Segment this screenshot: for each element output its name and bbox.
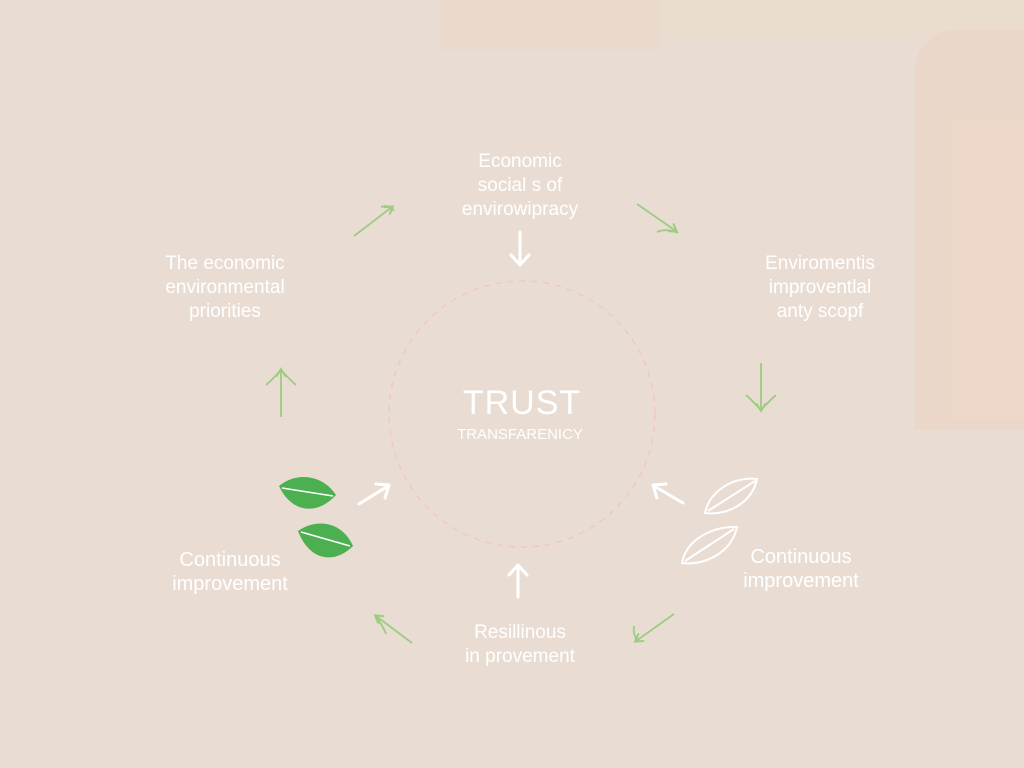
node-top-line-1: Economic (478, 151, 562, 172)
node-bottom-right-label: Continuous improvement (711, 545, 891, 593)
node-top-label: Economic social s of envirowipracy (430, 150, 610, 222)
node-bottom-left-label: Continuous improvement (135, 548, 325, 596)
trust-circle (388, 280, 656, 548)
node-bottom-line-1: Resillinous (474, 622, 566, 643)
arrow-icon (632, 613, 675, 642)
leaf-icon (279, 477, 336, 509)
node-bottom-label: Resillinous in provement (420, 621, 620, 669)
arrow-icon (636, 203, 679, 234)
node-bottom-left-line-2: improvement (172, 573, 288, 595)
arrow-icon (745, 363, 777, 410)
node-bottom-right-line-1: Continuous (750, 546, 852, 568)
node-right-line-1: Enviromentis (765, 253, 875, 274)
node-top-line-2: social s of (477, 175, 563, 196)
arrow-icon (357, 482, 391, 506)
arrow-icon (509, 230, 531, 267)
node-left-label: The economic environmental priorities (130, 252, 320, 324)
node-left-line-2: environmental (165, 277, 285, 298)
center-title: TRUST (462, 384, 582, 422)
node-top-line-3: envirowipracy (461, 199, 579, 220)
node-bottom-left-line-1: Continuous (179, 549, 281, 571)
arrow-icon (507, 563, 529, 599)
node-right-line-3: anty scopf (776, 301, 864, 322)
leaf-outline-icon (680, 525, 739, 565)
node-bottom-line-2: in provement (465, 646, 575, 667)
leaf-icon (298, 523, 353, 558)
center-subtitle: TRANSFARENICY (457, 426, 583, 443)
node-right-label: Enviromentis improventlal anty scopf (730, 252, 910, 324)
leaf-outline-icon (703, 477, 759, 515)
arrow-icon (265, 370, 297, 417)
node-left-line-1: The economic (165, 253, 285, 274)
arrow-icon (353, 206, 395, 237)
node-right-line-2: improventlal (768, 277, 872, 298)
arrow-icon (651, 482, 685, 505)
node-left-line-3: priorities (189, 301, 261, 322)
node-bottom-right-line-2: improvement (743, 570, 859, 592)
arrow-icon (376, 616, 413, 644)
